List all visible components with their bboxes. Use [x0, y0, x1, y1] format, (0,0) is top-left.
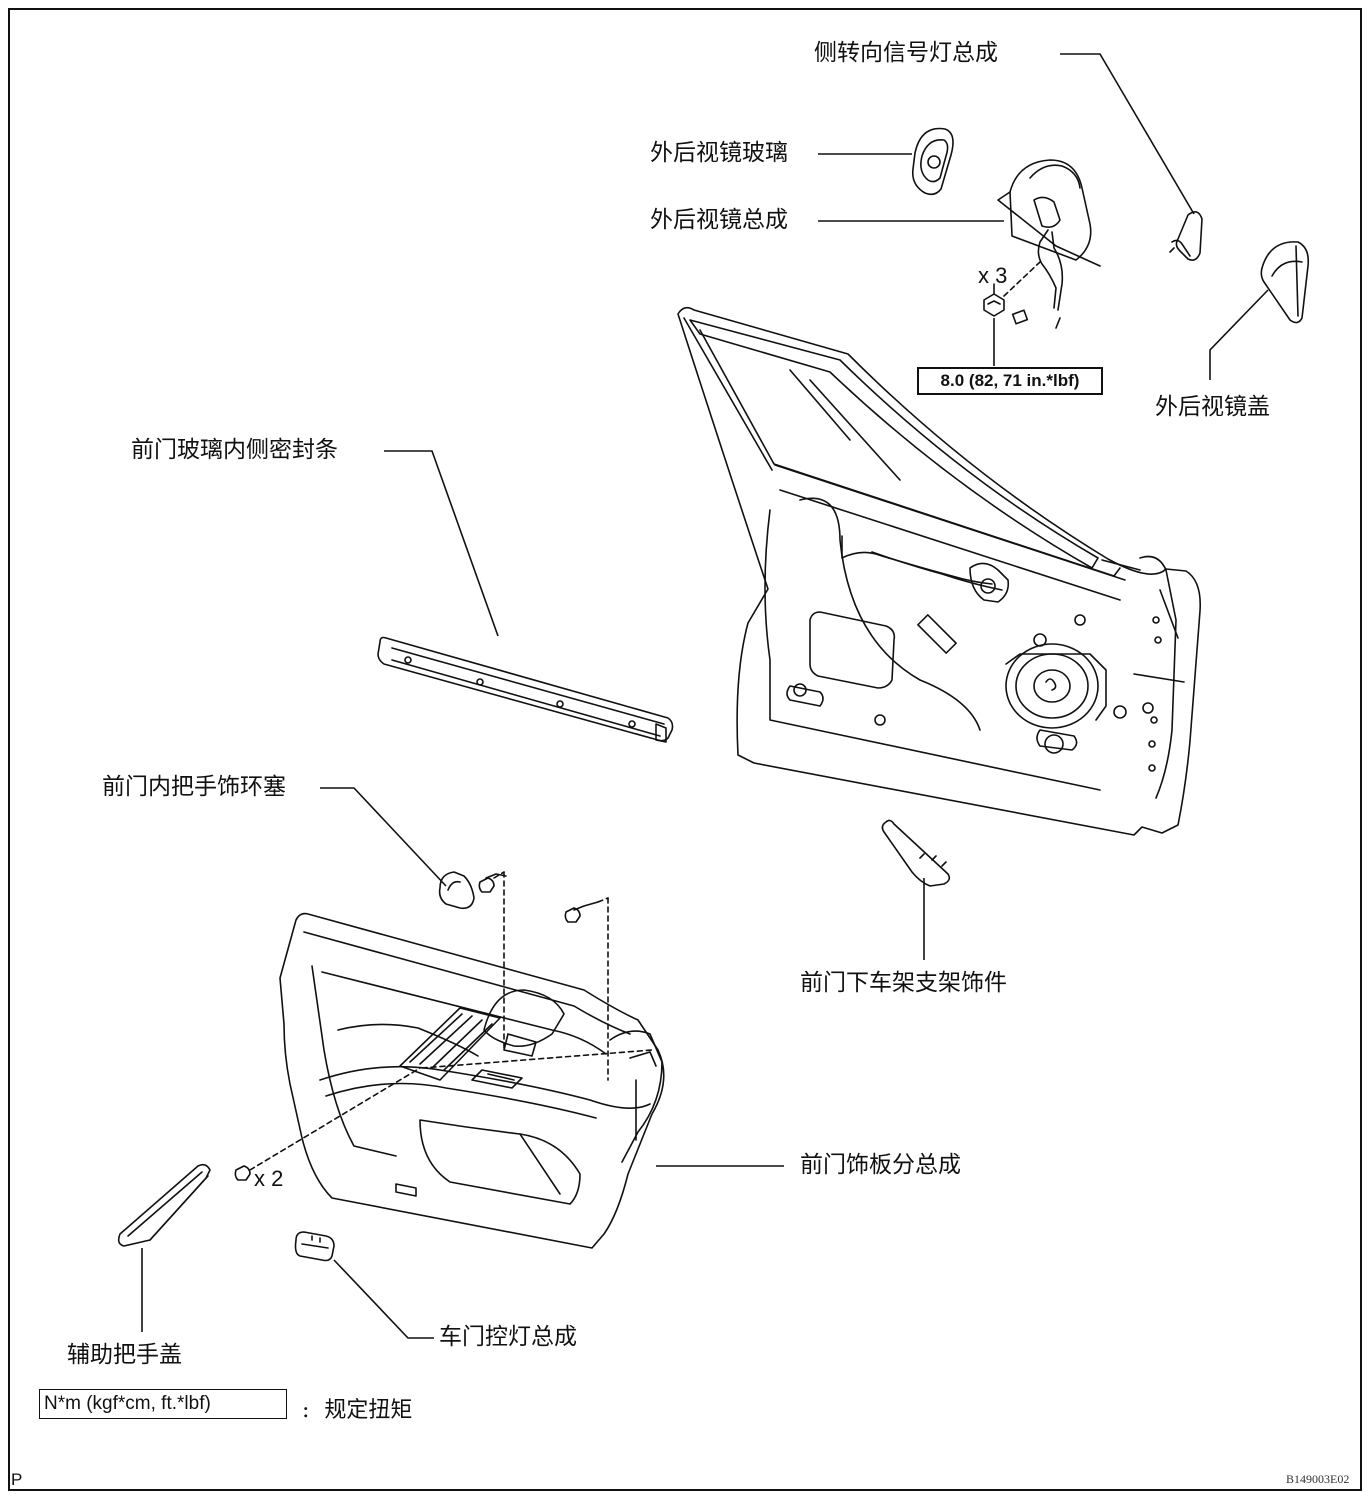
mirror-nut	[983, 261, 1041, 317]
frame-border	[8, 8, 1362, 1491]
label-courtesy-lamp: 车门控灯总成	[439, 1324, 577, 1350]
leader-side-turn-signal	[1060, 53, 1195, 215]
label-lower-frame-garnish: 前门下车架支架饰件	[800, 970, 1007, 996]
label-mirror-glass: 外后视镜玻璃	[650, 140, 788, 166]
leader-lines	[141, 53, 1269, 1339]
label-side-turn-signal: 侧转向信号灯总成	[814, 40, 998, 66]
mirror-glass-part	[911, 127, 954, 196]
label-nut-quantity: x 3	[978, 263, 1008, 288]
leader-inner-seal	[384, 450, 499, 637]
trim-screw-lower	[234, 1165, 251, 1181]
mirror-cover-part	[1260, 241, 1310, 324]
corner-letter: P	[11, 1470, 23, 1489]
legend-separator: :	[302, 1398, 310, 1423]
handle-plug-part	[438, 871, 475, 910]
front-door-part	[677, 306, 1202, 836]
label-inner-seal: 前门玻璃内侧密封条	[131, 437, 338, 463]
label-mirror-assembly: 外后视镜总成	[650, 207, 788, 233]
label-screw-quantity: x 2	[254, 1166, 284, 1191]
leader-handle-plug	[320, 787, 447, 887]
legend-meaning: 规定扭矩	[324, 1398, 413, 1423]
trim-screw-upper-right	[564, 901, 599, 923]
trim-screw-upper-left	[478, 873, 507, 893]
door-trim-panel-part	[279, 912, 665, 1249]
legend-description: : 规定扭矩	[302, 1392, 412, 1424]
label-handle-plug: 前门内把手饰环塞	[102, 774, 286, 800]
label-assist-grip-cover: 辅助把手盖	[67, 1342, 182, 1368]
side-turn-signal-part	[1169, 211, 1203, 261]
lower-frame-garnish-part	[881, 819, 951, 887]
label-door-trim-panel: 前门饰板分总成	[800, 1152, 961, 1178]
inner-weatherstrip-part	[377, 636, 674, 743]
torque-spec-box: 8.0 (82, 71 in.*lbf)	[917, 367, 1103, 395]
legend-unit-box: N*m (kgf*cm, ft.*lbf)	[39, 1389, 287, 1419]
courtesy-lamp-part	[294, 1231, 335, 1262]
mirror-assembly-part	[997, 159, 1101, 329]
install-guide-lines	[249, 871, 653, 1171]
assist-grip-cover-part	[117, 1163, 211, 1247]
figure-code: B149003E02	[1286, 1472, 1350, 1486]
leader-courtesy-lamp	[333, 1259, 434, 1339]
leader-mirror-cover	[1209, 289, 1269, 380]
label-mirror-cover: 外后视镜盖	[1155, 394, 1270, 420]
